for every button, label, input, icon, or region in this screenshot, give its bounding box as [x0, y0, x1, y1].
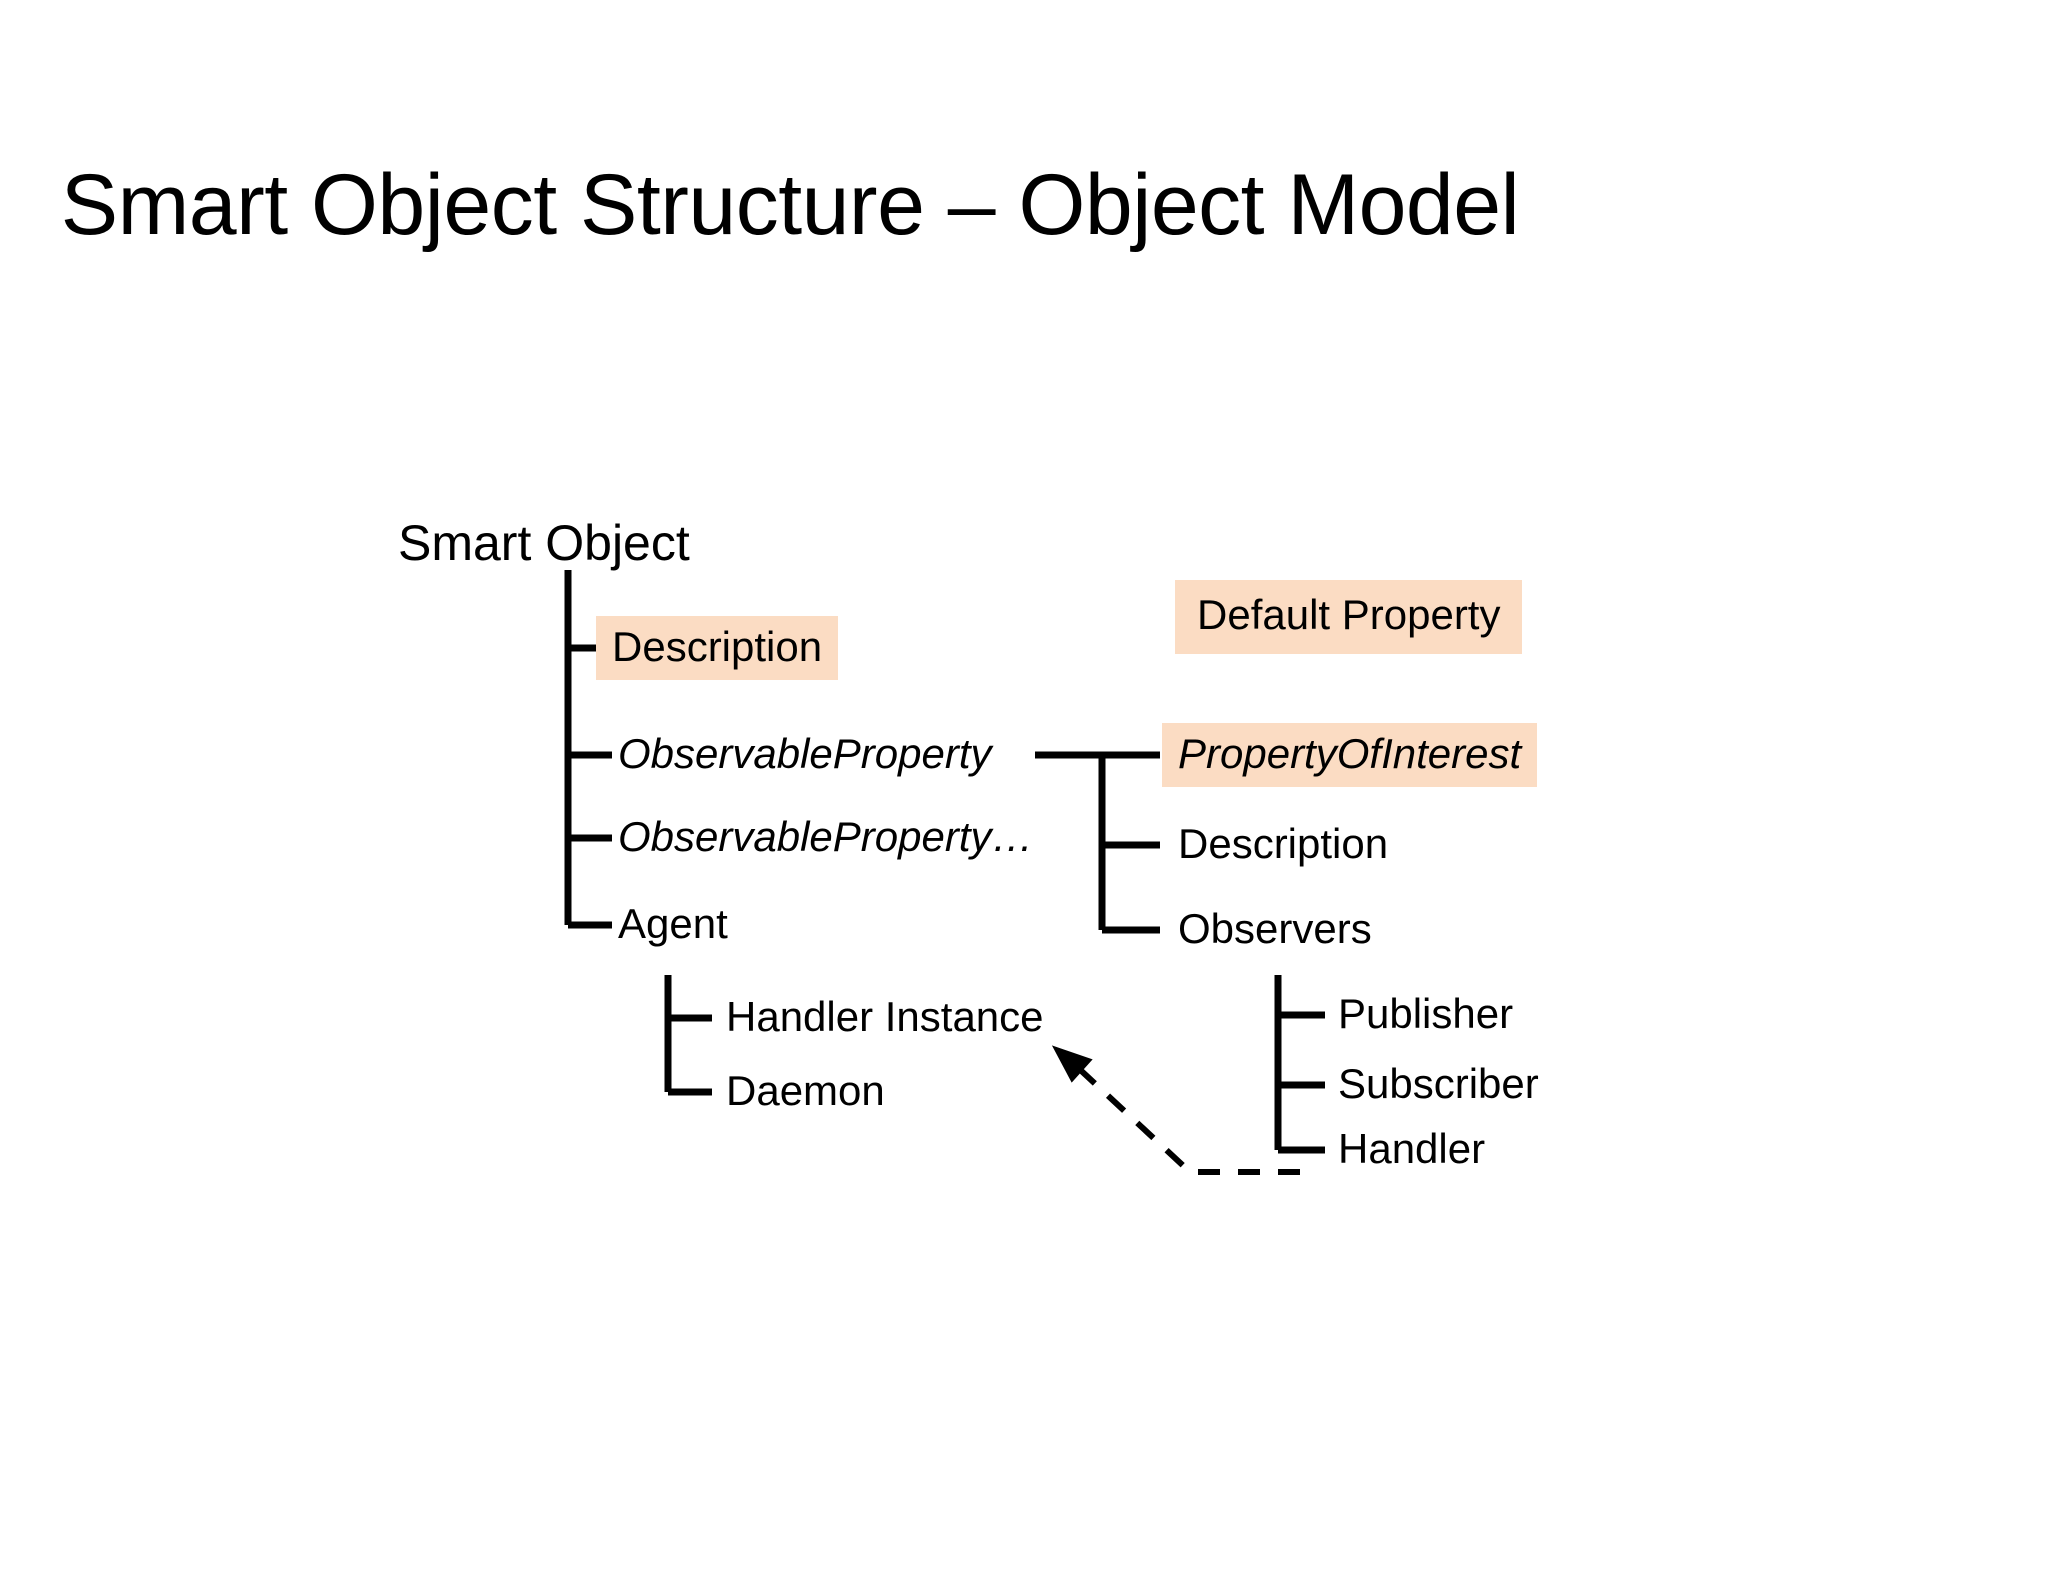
node-subscriber[interactable]: Subscriber — [1338, 1060, 1539, 1107]
left-tree-root[interactable]: Smart Object — [398, 515, 690, 571]
node-handler[interactable]: Handler — [1338, 1125, 1486, 1172]
handler-to-handler-instance-arrow — [1051, 1045, 1300, 1175]
note-default-property[interactable]: Default Property — [1175, 580, 1523, 654]
node-agent[interactable]: Agent — [618, 900, 728, 947]
node-description-left[interactable]: Description — [596, 616, 839, 680]
node-daemon[interactable]: Daemon — [726, 1067, 885, 1114]
observers-subtree-trunk — [1274, 975, 1325, 1154]
node-observable-property-2[interactable]: ObservableProperty… — [618, 813, 1034, 860]
node-description-right[interactable]: Description — [1178, 820, 1389, 867]
node-handler-instance[interactable]: Handler Instance — [726, 993, 1044, 1040]
node-observable-property-1[interactable]: ObservableProperty — [618, 730, 992, 777]
right-tree-trunk — [1098, 751, 1160, 934]
node-observers[interactable]: Observers — [1178, 905, 1372, 952]
agent-subtree-trunk — [664, 975, 712, 1096]
node-publisher[interactable]: Publisher — [1338, 990, 1514, 1037]
node-property-of-interest[interactable]: PropertyOfInterest — [1162, 723, 1538, 787]
page-title: Smart Object Structure – Object Model — [60, 157, 1520, 253]
